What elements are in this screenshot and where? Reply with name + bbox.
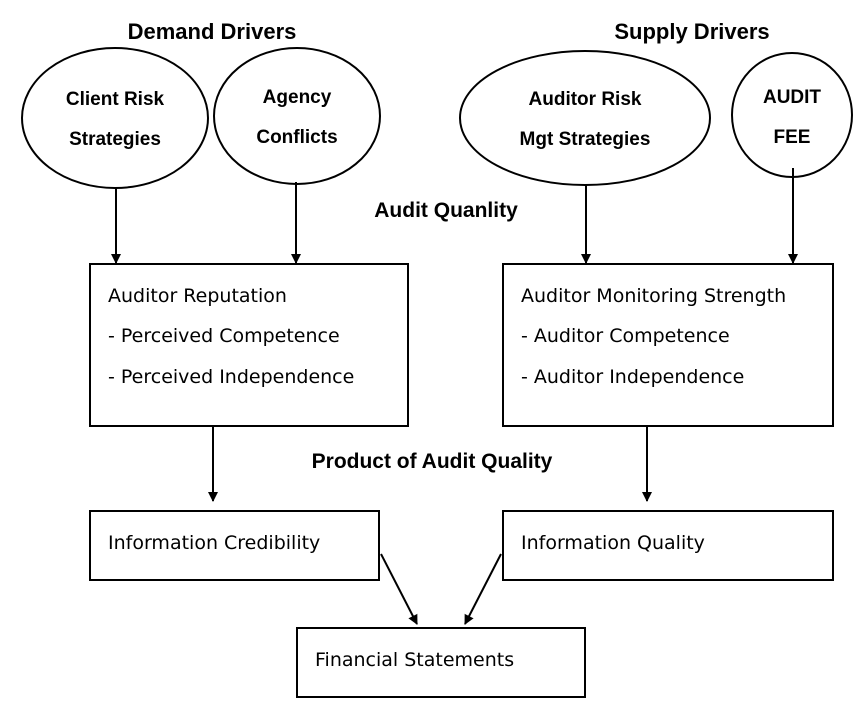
oval-auditor-risk-mgt-strategies: Auditor Risk Mgt Strategies: [459, 50, 711, 186]
oval-auditor-risk-line2: Mgt Strategies: [520, 129, 651, 150]
box-financial-title: Financial Statements: [315, 649, 514, 671]
box-reputation-title: Auditor Reputation: [108, 285, 287, 307]
supply-drivers-heading: Supply Drivers: [614, 19, 769, 44]
box-monitoring-item2: - Auditor Independence: [521, 366, 744, 388]
audit-quality-heading: Audit Quanlity: [374, 199, 518, 222]
box-info-quality-title: Information Quality: [521, 532, 705, 554]
box-reputation-item1: - Perceived Competence: [108, 325, 340, 347]
box-auditor-monitoring-strength: Auditor Monitoring Strength - Auditor Co…: [502, 263, 834, 427]
box-auditor-reputation: Auditor Reputation - Perceived Competenc…: [89, 263, 409, 427]
box-credibility-title: Information Credibility: [108, 532, 320, 554]
oval-agency-conflicts: Agency Conflicts: [213, 47, 381, 185]
box-information-credibility: Information Credibility: [89, 510, 380, 581]
demand-drivers-heading: Demand Drivers: [128, 19, 297, 44]
oval-agency-line1: Agency: [263, 87, 332, 108]
box-monitoring-title: Auditor Monitoring Strength: [521, 285, 786, 307]
product-of-audit-quality-heading: Product of Audit Quality: [312, 450, 553, 473]
oval-audit-fee: AUDIT FEE: [731, 52, 853, 178]
box-financial-statements: Financial Statements: [296, 627, 586, 698]
oval-client-risk-strategies: Client Risk Strategies: [21, 47, 209, 189]
oval-audit-fee-line1: AUDIT: [763, 87, 821, 108]
oval-client-risk-line2: Strategies: [69, 129, 161, 150]
arrow-credibility-to-financial: [380, 553, 418, 625]
oval-agency-line2: Conflicts: [256, 127, 337, 148]
arrow-info-quality-to-financial: [464, 553, 502, 625]
box-monitoring-item1: - Auditor Competence: [521, 325, 730, 347]
oval-auditor-risk-line1: Auditor Risk: [529, 89, 642, 110]
box-information-quality: Information Quality: [502, 510, 834, 581]
box-reputation-item2: - Perceived Independence: [108, 366, 354, 388]
oval-client-risk-line1: Client Risk: [66, 89, 165, 110]
oval-audit-fee-line2: FEE: [774, 127, 811, 148]
